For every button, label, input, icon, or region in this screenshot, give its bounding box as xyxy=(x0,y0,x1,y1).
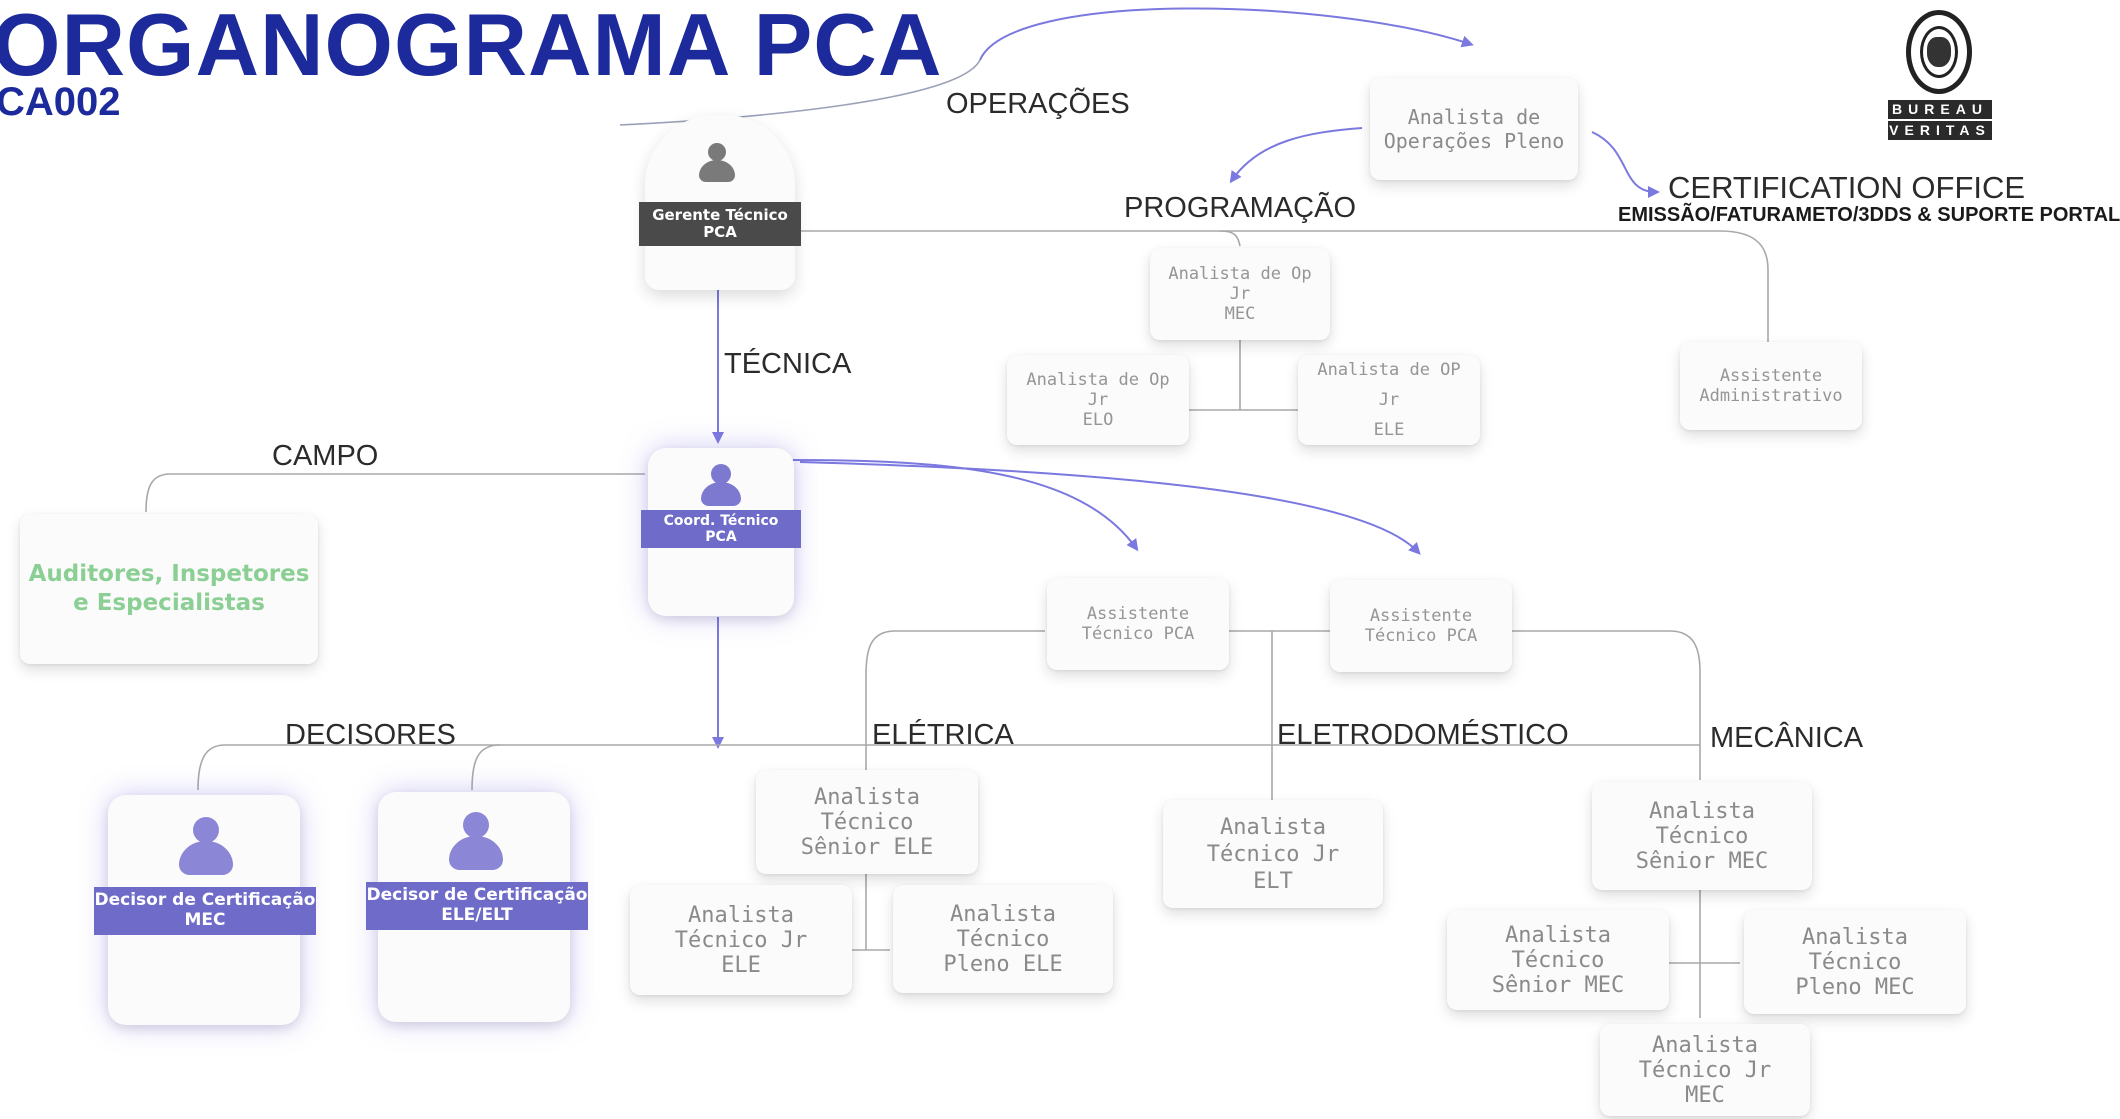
box-label: Analista de Op Jr ELO xyxy=(1026,370,1170,430)
decisor-mec-card[interactable]: Decisor de Certificação MEC xyxy=(94,795,316,1025)
coord-card[interactable]: Coord. Técnico PCA xyxy=(641,448,801,616)
operacoes-arrow xyxy=(979,7,1474,61)
programacao-line xyxy=(1220,230,1769,342)
section-eletrodomestico: ELETRODOMÉSTICO xyxy=(1277,719,1569,751)
gerente-card[interactable]: Gerente Técnico PCA xyxy=(639,115,801,290)
box-label: Analista de Op Jr MEC xyxy=(1168,264,1312,324)
page-title: ORGANOGRAMA PCA xyxy=(0,0,943,94)
box-auditores[interactable]: Auditores, Inspetores e Especialistas xyxy=(20,514,318,664)
decisor-mec-role-label: Decisor de Certificação MEC xyxy=(94,887,316,935)
box-analista-jr-ele[interactable]: Analista Técnico Jr ELE xyxy=(630,885,852,995)
section-programacao: PROGRAMAÇÃO xyxy=(1124,192,1357,224)
eletrica-line xyxy=(865,630,1045,770)
section-certification-office: CERTIFICATION OFFICE xyxy=(1668,170,2026,205)
box-label: Analista Técnico Sênior MEC xyxy=(1491,922,1625,998)
logo-word-1: BUREAU xyxy=(1888,100,1992,119)
coord-role-label: Coord. Técnico PCA xyxy=(641,510,801,548)
box-label: Analista Técnico Sênior MEC xyxy=(1635,798,1769,874)
assistente-1-arrow xyxy=(789,459,1139,552)
person-icon xyxy=(178,817,234,877)
mecanica-line xyxy=(1510,630,1701,780)
section-operacoes: OPERAÇÕES xyxy=(946,88,1130,120)
section-tecnica: TÉCNICA xyxy=(724,348,852,380)
box-analista-op-jr-mec[interactable]: Analista de Op Jr MEC xyxy=(1150,248,1330,340)
box-label: Analista de Operações Pleno xyxy=(1383,105,1565,153)
connector-lines xyxy=(145,7,1769,1018)
box-analista-jr-elt[interactable]: Analista Técnico Jr ELT xyxy=(1163,800,1383,908)
decisor-ele-role-label: Decisor de Certificação ELE/ELT xyxy=(366,882,588,930)
programacao-arrow xyxy=(1229,127,1363,184)
box-label: Assistente Técnico PCA xyxy=(1364,606,1478,646)
box-assistente-tecnico-1[interactable]: Assistente Técnico PCA xyxy=(1047,578,1229,670)
decisor-ele-card[interactable]: Decisor de Certificação ELE/ELT xyxy=(366,792,588,1022)
box-label: Analista Técnico Pleno ELE xyxy=(943,901,1063,977)
box-label: Assistente Administrativo xyxy=(1699,366,1843,406)
box-analista-pleno-mec[interactable]: Analista Técnico Pleno MEC xyxy=(1744,910,1966,1014)
box-analista-senior-mec-1[interactable]: Analista Técnico Sênior MEC xyxy=(1592,782,1812,890)
box-label: Analista Técnico Pleno MEC xyxy=(1795,924,1915,1000)
person-icon xyxy=(697,143,737,185)
decisores-line xyxy=(197,744,870,791)
section-eletrica: ELÉTRICA xyxy=(872,719,1014,751)
bureau-veritas-logo: BUREAU VERITAS xyxy=(1888,10,1992,140)
assistente-2-arrow xyxy=(799,461,1421,555)
box-label: Analista Técnico Jr ELE xyxy=(674,902,808,978)
gerente-role-label: Gerente Técnico PCA xyxy=(639,202,801,246)
box-analista-op-jr-ele[interactable]: Analista de OP Jr ELE xyxy=(1298,355,1480,445)
box-analista-pleno-ele[interactable]: Analista Técnico Pleno ELE xyxy=(893,885,1113,993)
box-label: Analista Técnico Sênior ELE xyxy=(800,784,934,860)
box-analista-senior-ele[interactable]: Analista Técnico Sênior ELE xyxy=(756,770,978,874)
box-analista-operacoes-pleno[interactable]: Analista de Operações Pleno xyxy=(1370,78,1578,180)
box-label: Assistente Técnico PCA xyxy=(1081,604,1195,644)
box-assistente-tecnico-2[interactable]: Assistente Técnico PCA xyxy=(1330,580,1512,672)
box-analista-senior-mec-2[interactable]: Analista Técnico Sênior MEC xyxy=(1447,910,1669,1010)
certification-arrow xyxy=(1591,131,1660,198)
person-icon xyxy=(699,464,743,510)
logo-seal-icon xyxy=(1906,10,1972,94)
gerente-horizontal-line xyxy=(800,230,1241,247)
logo-word-2: VERITAS xyxy=(1888,121,1992,140)
section-mecanica: MECÂNICA xyxy=(1710,722,1864,754)
person-icon xyxy=(448,812,504,872)
box-label: Analista Técnico Jr MEC xyxy=(1638,1032,1772,1108)
box-label: Analista de OP Jr ELE xyxy=(1317,360,1461,440)
section-campo: CAMPO xyxy=(272,440,379,472)
box-analista-op-jr-elo[interactable]: Analista de Op Jr ELO xyxy=(1007,355,1189,445)
box-label: Auditores, Inspetores e Especialistas xyxy=(28,561,310,616)
box-analista-jr-mec[interactable]: Analista Técnico Jr MEC xyxy=(1600,1024,1810,1116)
section-decisores: DECISORES xyxy=(285,719,456,751)
box-label: Analista Técnico Jr ELT xyxy=(1206,814,1340,894)
decisores-line-2 xyxy=(471,744,501,791)
operacoes-arc-left xyxy=(619,59,981,126)
page-subtitle: CA002 xyxy=(0,80,121,124)
section-certification-sub: EMISSÃO/FATURAMETO/3DDS & SUPORTE PORTAL xyxy=(1618,204,2120,226)
box-assistente-administrativo[interactable]: Assistente Administrativo xyxy=(1680,342,1862,430)
campo-line xyxy=(145,473,645,513)
